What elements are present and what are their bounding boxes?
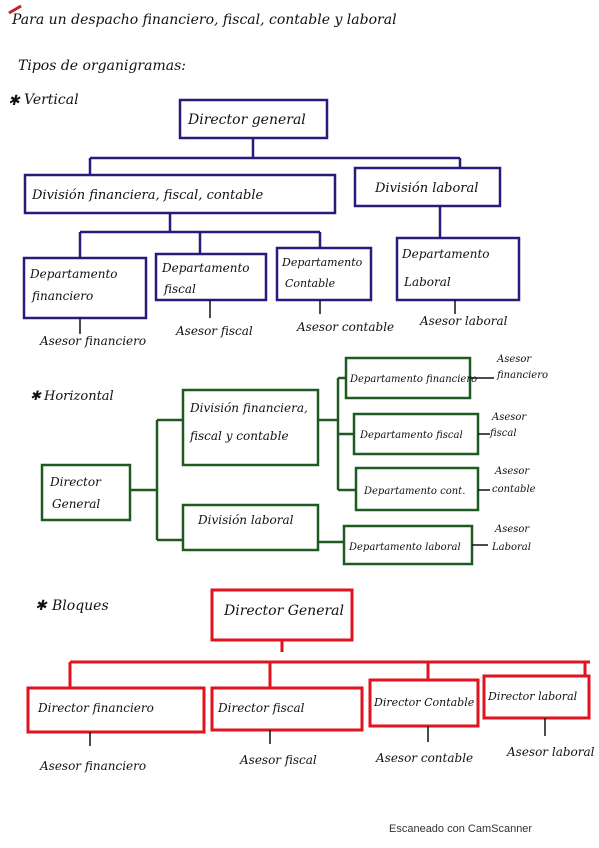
vertical-dept-fiscal-box — [154, 252, 268, 302]
scanner-watermark: Escaneado con CamScanner — [389, 823, 533, 835]
section-subtitle: Tipos de organigramas: — [18, 58, 186, 74]
v-advisor-3: Asesor contable — [296, 320, 394, 334]
vertical-root-text: Director general — [187, 112, 306, 128]
asterisk-icon: ✱ — [35, 598, 48, 614]
v-dept-1-line2: financiero — [31, 289, 93, 303]
v-dept-4-line1: Departamento — [401, 247, 490, 261]
v-dept-1-line1: Departamento — [29, 267, 118, 281]
vertical-division-laboral-box — [353, 166, 502, 208]
vertical-dept-financiero-box — [22, 256, 148, 320]
vertical-chart — [22, 98, 521, 320]
b-adv-2: Asesor fiscal — [239, 753, 317, 767]
v-dept-2-line2: fiscal — [163, 282, 196, 296]
page-title: Para un despacho financiero, fiscal, con… — [12, 12, 397, 28]
b-dir-2-text: Director fiscal — [217, 701, 305, 715]
h-adv-1a: Asesor — [496, 354, 532, 365]
h-adv-3a: Asesor — [494, 466, 530, 477]
v-dept-4-line2: Laboral — [403, 275, 451, 289]
horizontal-division-2-box — [181, 503, 320, 552]
vertical-dept-laboral-box — [395, 236, 521, 302]
v-dept-3-line2: Contable — [285, 277, 336, 290]
h-root-line2: General — [52, 497, 100, 511]
h-adv-2a: Asesor — [491, 412, 527, 423]
v-dept-2-line1: Departamento — [161, 261, 250, 275]
h-adv-4a: Asesor — [494, 524, 530, 535]
bloques-director-2-box — [210, 686, 364, 732]
h-dept-4-text: Departamento laboral — [348, 542, 461, 553]
v-dept-3-line1: Departamento — [281, 256, 363, 269]
vertical-division-1-text: División financiera, fiscal, contable — [31, 188, 264, 203]
bloques-root-text: Director General — [223, 603, 344, 619]
h-root-line1: Director — [49, 475, 102, 489]
h-div1-line1: División financiera, — [189, 401, 308, 415]
vertical-division-financiera-box — [23, 173, 337, 215]
b-dir-4-text: Director laboral — [487, 690, 578, 703]
b-dir-3-text: Director Contable — [373, 696, 475, 709]
h-adv-4b: Laboral — [491, 542, 531, 553]
h-adv-1b: financiero — [496, 370, 548, 381]
h-div1-line2: fiscal y contable — [189, 429, 289, 443]
v-advisor-4: Asesor laboral — [419, 314, 508, 328]
bloques-director-3-box — [368, 678, 480, 728]
b-adv-1: Asesor financiero — [39, 759, 146, 773]
h-div2-text: División laboral — [197, 513, 294, 527]
horizontal-chart — [40, 356, 480, 566]
b-adv-4: Asesor laboral — [506, 745, 595, 759]
b-adv-3: Asesor contable — [375, 751, 473, 765]
h-adv-3b: contable — [492, 484, 536, 495]
vertical-division-2-text: División laboral — [374, 181, 478, 196]
horizontal-division-1-box — [181, 388, 320, 467]
h-dept-1-text: Departamento financiero — [349, 374, 477, 385]
horizontal-label: Horizontal — [43, 389, 114, 404]
v-advisor-1: Asesor financiero — [39, 334, 146, 348]
bloques-director-1-box — [26, 686, 206, 734]
asterisk-icon: ✱ — [30, 389, 42, 404]
h-dept-3-text: Departamento cont. — [363, 486, 465, 497]
h-dept-2-text: Departamento fiscal — [359, 430, 463, 441]
vertical-dept-contable-box — [275, 246, 373, 302]
asterisk-icon: ✱ — [8, 93, 21, 109]
vertical-label: Vertical — [24, 92, 79, 108]
bloques-director-4-box — [482, 674, 591, 720]
horizontal-dept-3-box — [354, 466, 480, 512]
horizontal-root-box — [40, 463, 132, 522]
bloques-label: Bloques — [51, 598, 109, 614]
v-advisor-2: Asesor fiscal — [175, 324, 253, 338]
b-dir-1-text: Director financiero — [37, 701, 154, 715]
bloques-chart — [26, 588, 591, 734]
h-adv-2b: fiscal — [489, 428, 517, 439]
